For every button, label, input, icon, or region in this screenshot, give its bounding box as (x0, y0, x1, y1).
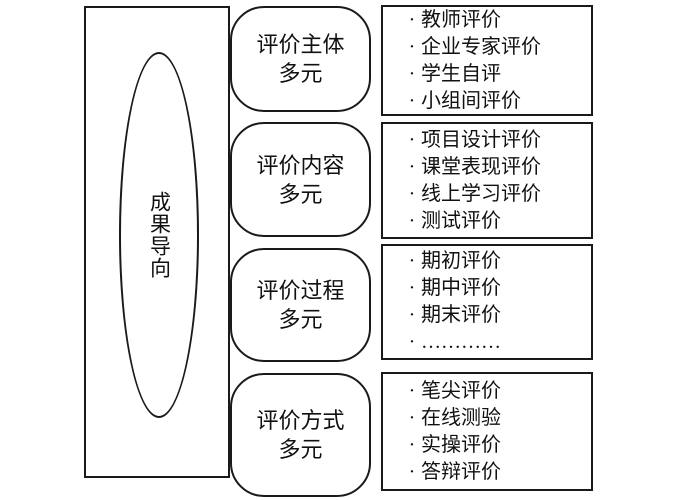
category-label-line2: 多元 (278, 61, 323, 86)
bullet-icon: · (408, 35, 416, 58)
list-item: · 课堂表现评价 (403, 154, 591, 181)
category-box-process: 评价过程 多元 (230, 248, 371, 362)
item-label: 课堂表现评价 (421, 155, 541, 178)
category-box-content: 评价内容 多元 (230, 122, 371, 237)
item-label: 在线测验 (421, 406, 501, 429)
category-label-line1: 评价方式 (256, 408, 345, 433)
list-item: · 答辩评价 (403, 459, 591, 486)
bullet-icon: · (408, 89, 416, 112)
list-item: · 实操评价 (403, 432, 591, 459)
list-item: · 企业专家评价 (403, 34, 591, 61)
item-label: 实操评价 (421, 433, 501, 456)
items-box-method: · 笔尖评价 · 在线测验 · 实操评价 · 答辩评价 (381, 372, 593, 491)
list-item: · 学生自评 (403, 61, 591, 88)
bullet-icon: · (408, 182, 416, 205)
bullet-icon: · (408, 460, 416, 483)
item-label: 期末评价 (421, 304, 501, 326)
category-box-method: 评价方式 多元 (230, 373, 371, 497)
bullet-icon: · (408, 433, 416, 456)
item-label: 小组间评价 (421, 89, 521, 112)
category-label-line2: 多元 (278, 307, 323, 332)
list-item: · 小组间评价 (403, 88, 591, 115)
items-box-content: · 项目设计评价 · 课堂表现评价 · 线上学习评价 · 测试评价 (381, 122, 593, 239)
bullet-icon: · (408, 209, 416, 232)
category-label-line1: 评价主体 (256, 32, 345, 57)
item-label: 答辩评价 (421, 460, 501, 483)
item-label: 测试评价 (421, 209, 501, 232)
item-label: 企业专家评价 (421, 35, 541, 58)
list-item: · 教师评价 (403, 7, 591, 34)
item-label: 线上学习评价 (421, 182, 541, 205)
category-label-line2: 多元 (278, 181, 323, 207)
list-item: · 项目设计评价 (403, 127, 591, 154)
list-item: · 笔尖评价 (403, 378, 591, 405)
item-label: 教师评价 (421, 8, 501, 31)
list-item: · ………… (403, 329, 591, 356)
items-box-subject: · 教师评价 · 企业专家评价 · 学生自评 · 小组间评价 (381, 5, 593, 116)
item-label: 学生自评 (421, 62, 501, 85)
list-item: · 测试评价 (403, 208, 591, 235)
item-label: 期初评价 (421, 250, 501, 272)
bullet-icon: · (408, 250, 416, 272)
list-item: · 期末评价 (403, 302, 591, 329)
bullet-icon: · (408, 128, 416, 151)
outcome-ellipse: 成果导向 (119, 52, 199, 418)
bullet-icon: · (408, 406, 416, 429)
bullet-icon: · (408, 331, 416, 353)
bullet-icon: · (408, 379, 416, 402)
item-label: 期中评价 (421, 277, 501, 299)
list-item: · 期初评价 (403, 248, 591, 275)
category-label-line2: 多元 (278, 437, 323, 462)
category-label-line1: 评价内容 (256, 152, 345, 178)
category-box-subject: 评价主体 多元 (230, 6, 371, 112)
items-box-process: · 期初评价 · 期中评价 · 期末评价 · ………… (381, 244, 593, 360)
item-label: ………… (421, 331, 501, 353)
item-label: 笔尖评价 (421, 379, 501, 402)
outcome-label: 成果导向 (147, 191, 172, 279)
bullet-icon: · (408, 277, 416, 299)
list-item: · 线上学习评价 (403, 181, 591, 208)
item-label: 项目设计评价 (421, 128, 541, 151)
list-item: · 期中评价 (403, 275, 591, 302)
list-item: · 在线测验 (403, 405, 591, 432)
category-label-line1: 评价过程 (256, 278, 345, 303)
bullet-icon: · (408, 304, 416, 326)
bullet-icon: · (408, 62, 416, 85)
bullet-icon: · (408, 155, 416, 178)
bullet-icon: · (408, 8, 416, 31)
